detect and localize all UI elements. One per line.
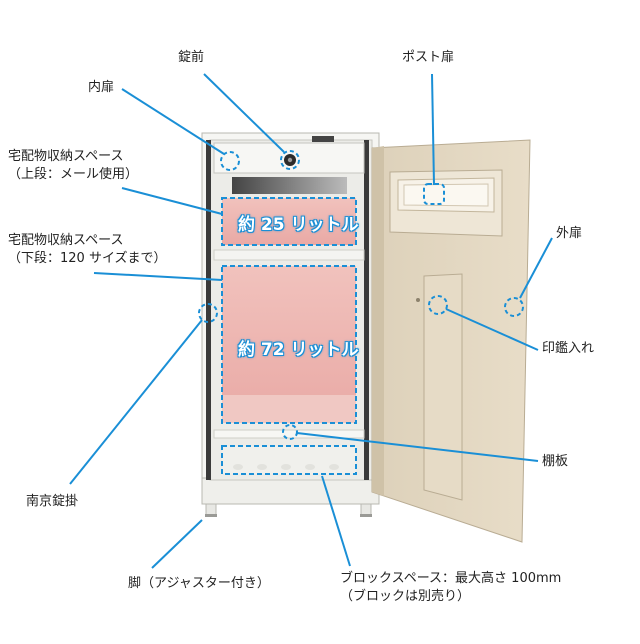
leader-lines	[69, 73, 553, 569]
capacity-lower: 約 72 リットル	[238, 340, 359, 360]
label-block-space-line2: （ブロックは別売り）	[340, 589, 471, 604]
legs	[205, 503, 372, 517]
shelf-board	[213, 429, 365, 439]
callout-boxes	[198, 150, 524, 475]
lower-storage-floor	[222, 395, 356, 423]
block-space-floor	[222, 446, 356, 474]
label-padlock-hook: 南京錠掛	[26, 494, 79, 509]
label-lock: 錠前	[178, 50, 205, 65]
upper-storage-fill	[222, 198, 356, 245]
capacity-upper: 約 25 リットル	[238, 215, 359, 235]
label-upper-space-line1: 宅配物収納スペース	[8, 149, 124, 164]
outer-door	[371, 139, 531, 543]
label-upper-space-line2: （上段：メール使用）	[8, 167, 139, 182]
label-lower-space-line1: 宅配物収納スペース	[8, 233, 124, 248]
label-lower-space-line2: （下段：120 サイズまで）	[8, 251, 167, 266]
label-shelf: 棚板	[542, 454, 569, 469]
mail-slot	[232, 177, 347, 194]
lock-cylinder	[284, 154, 296, 166]
upper-lower-divider	[213, 249, 365, 261]
label-seal-case: 印鑑入れ	[542, 341, 595, 356]
label-outer-door: 外扉	[556, 226, 583, 241]
label-block-space-line1: ブロックスペース：最大高さ 100mm	[340, 571, 562, 586]
label-inner-door: 内扉	[88, 80, 115, 95]
label-post-door: ポスト扉	[402, 50, 455, 65]
label-legs: 脚（アジャスター付き）	[128, 576, 270, 591]
